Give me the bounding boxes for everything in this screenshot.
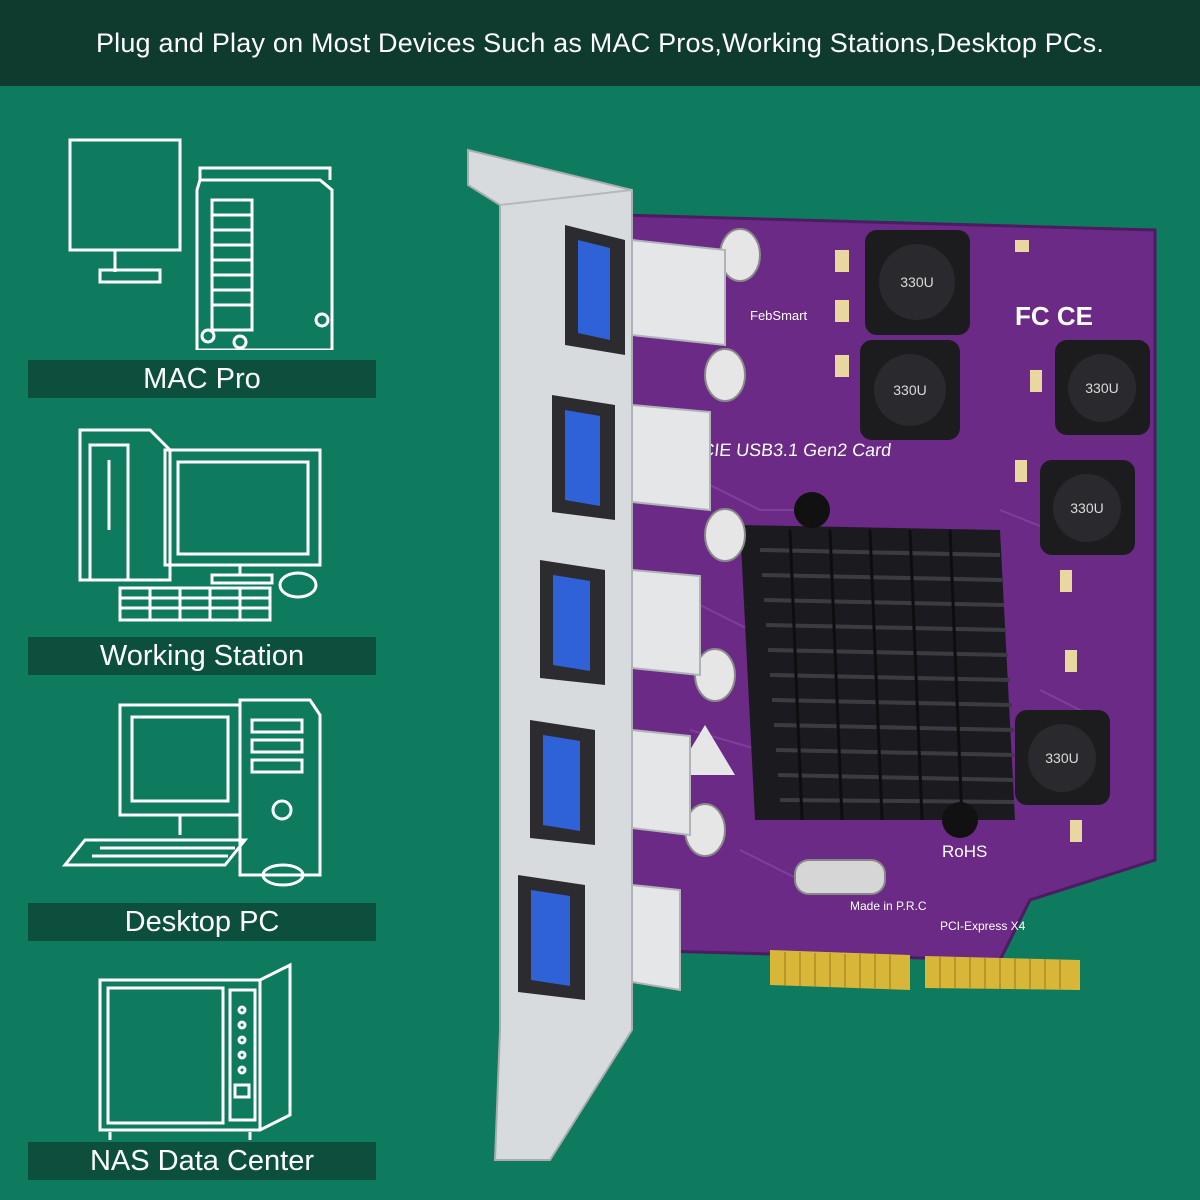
- usb-port-5: [518, 875, 585, 1000]
- inductor-label: 330U: [900, 274, 933, 290]
- label-nas: NAS Data Center: [28, 1142, 376, 1180]
- label-working-station: Working Station: [28, 637, 376, 675]
- device-working-station: [40, 420, 380, 630]
- fcc-ce-mark: FC CE: [1015, 301, 1093, 331]
- nas-icon: [98, 962, 292, 1140]
- pcie-card-illustration: 330U 330U 330U 330U 330U: [467, 148, 1157, 1161]
- usb-port-1: [565, 225, 625, 355]
- label-desktop-pc: Desktop PC: [28, 903, 376, 941]
- top-banner: Plug and Play on Most Devices Such as MA…: [0, 0, 1200, 86]
- desktop-pc-icon: [61, 698, 322, 887]
- usb-port-4: [530, 720, 595, 845]
- rohs-mark: RoHS: [942, 842, 987, 861]
- usb-port-2: [552, 395, 615, 520]
- card-title: PCIE USB3.1 Gen2 Card: [688, 440, 892, 460]
- brand-label: FebSmart: [750, 308, 807, 323]
- inductor-label: 330U: [1085, 380, 1118, 396]
- label-mac-pro: MAC Pro: [28, 360, 376, 398]
- capacitors: [684, 228, 761, 857]
- mac-pro-icon: [68, 138, 334, 350]
- inductor-label: 330U: [1070, 500, 1103, 516]
- device-mac-pro: [40, 130, 380, 350]
- pcie-card: 330U 330U 330U 330U 330U: [440, 130, 1170, 1175]
- heatsink: [740, 492, 1015, 838]
- banner-text: Plug and Play on Most Devices Such as MA…: [95, 27, 1105, 58]
- device-nas: [40, 960, 380, 1140]
- inductors: [860, 230, 1150, 805]
- crystal: [794, 859, 886, 895]
- made-in-label: Made in P.R.C: [850, 899, 927, 913]
- inductor-label: 330U: [1045, 750, 1078, 766]
- device-desktop-pc: [40, 690, 380, 895]
- workstation-icon: [78, 428, 322, 622]
- interface-label: PCI-Express X4: [940, 919, 1026, 933]
- usb-port-3: [540, 560, 605, 685]
- inductor-label: 330U: [893, 382, 926, 398]
- pcie-gold-fingers: [770, 950, 1080, 990]
- usb-ports: [518, 225, 625, 1000]
